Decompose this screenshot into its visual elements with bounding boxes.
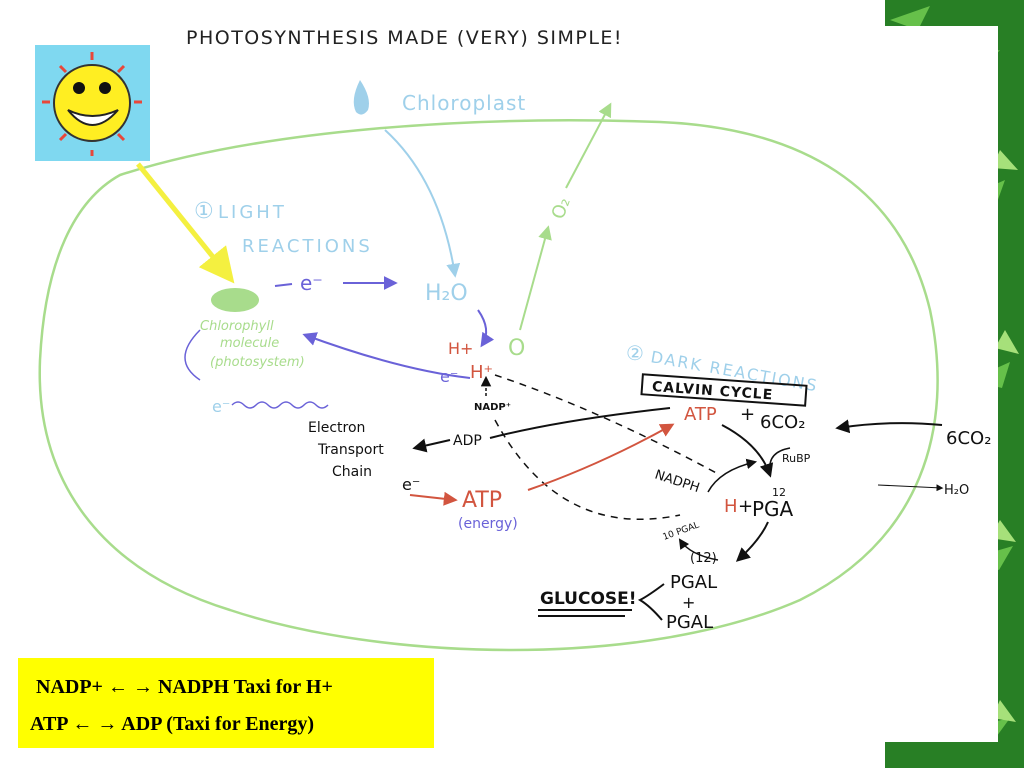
h-plus-label: H+ (448, 339, 473, 358)
pgal-to-glucose-bracket (637, 583, 665, 621)
pgal-top-label: PGAL (670, 572, 717, 593)
electron-near-h: e⁻ (440, 367, 458, 386)
electron-to-water-arrow (274, 283, 293, 287)
h-plus-2-label: H⁺ (470, 362, 493, 383)
glucose-label: GLUCOSE! (540, 589, 637, 609)
h2o-out-label: H₂O (944, 483, 969, 498)
rubp-label: RuBP (782, 452, 811, 465)
calvin-co2-label: 6CO₂ (760, 412, 805, 433)
calvin-cycle-box (640, 373, 808, 407)
pgal-plus-label: + (682, 593, 695, 612)
o2-exit-arrow (565, 102, 612, 189)
water-to-h-arrow (477, 309, 495, 348)
light-reactions-number: ① (194, 199, 214, 224)
atp-to-calvin-arrow (527, 423, 675, 491)
caption-atp-line: ATP ← → ADP (Taxi for Energy) (30, 713, 315, 735)
oxygen-up-arrow (519, 225, 552, 331)
light-arrow (136, 162, 235, 284)
electron-bottom: e⁻ (212, 397, 230, 416)
pgal-recycle-arrow (678, 538, 719, 561)
energy-label: (energy) (458, 516, 518, 532)
light-reactions-line2: REACTIONS (242, 236, 373, 257)
electron-top: e⁻ (300, 271, 323, 295)
pga-label: PGA (752, 497, 794, 521)
twelve-label: (12) (690, 551, 717, 566)
oxygen-label: O (508, 336, 525, 361)
page-title: PHOTOSYNTHESIS MADE (VERY) SIMPLE! (186, 27, 623, 49)
dashed-h-to-pga (494, 374, 721, 476)
chlorophyll-line2: molecule (220, 336, 279, 351)
chlorophyll-blob (211, 288, 259, 312)
chloroplast-label-icon (353, 80, 369, 115)
pgal-bottom-label: PGAL (666, 612, 713, 633)
etc-line2: Transport (317, 442, 384, 458)
calvin-plus-label: + (740, 404, 755, 425)
atp-to-pga-arrow (721, 424, 774, 478)
dark-reactions-number: ② (626, 341, 644, 365)
chloroplast-to-water-arrow (384, 129, 461, 278)
calvin-atp-to-adp-arrow (489, 407, 671, 439)
electron-wave (231, 401, 329, 409)
calvin-atp-label: ATP (684, 404, 717, 425)
chloroplast-label: Chloroplast (402, 91, 526, 115)
water-label: H₂O (425, 281, 468, 306)
pga-plus-label: + (738, 496, 753, 517)
atp-label: ATP (462, 488, 502, 513)
electron-return-arrow (302, 332, 471, 379)
slide-panel (0, 26, 998, 742)
sun-image (35, 45, 150, 161)
h2o-out-arrow (877, 484, 944, 492)
nadph-to-pga-arrow (707, 458, 758, 493)
chlorophyll-line3: (photosystem) (210, 355, 305, 370)
adp-to-etc-arrow (412, 438, 451, 453)
etc-line3: Chain (332, 464, 372, 480)
rubp-arrow (769, 447, 791, 471)
chlorophyll-line1: Chlorophyll (200, 319, 274, 334)
caption-nadp-line: NADP+ ← → NADPH Taxi for H+ (36, 676, 333, 698)
dashed-nadph-return (494, 419, 681, 521)
co2-in-label: 6CO₂ (946, 428, 991, 449)
photosystem-bracket (184, 329, 201, 381)
co2-in-arrow (835, 419, 943, 434)
nadp-plus-label: NADP⁺ (474, 402, 511, 413)
pga-to-pgal-arrow (735, 521, 769, 562)
electron-to-atp-arrow (409, 491, 458, 506)
electron-to-atp: e⁻ (402, 475, 420, 494)
light-reactions-line1: LIGHT (218, 202, 287, 223)
pga-count-label: 12 (772, 486, 786, 499)
taxi-caption-box: NADP+ ← → NADPH Taxi for H+ ATP ← → ADP … (18, 658, 434, 748)
pga-h-label: H (724, 496, 738, 517)
chloroplast-membrane (38, 119, 939, 652)
adp-label: ADP (453, 433, 482, 449)
etc-line1: Electron (308, 420, 365, 436)
